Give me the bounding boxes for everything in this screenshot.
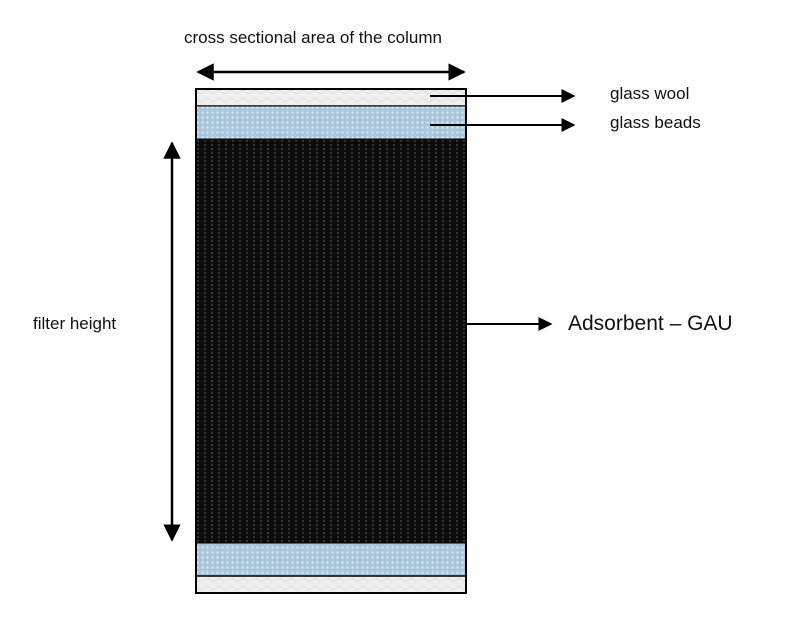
column (195, 88, 467, 594)
bottom-glass-wool-layer (195, 575, 467, 594)
filter-height-label: filter height (33, 314, 117, 333)
glass-beads-label: glass beads (610, 113, 701, 132)
top-glass-beads-layer (195, 105, 467, 140)
bottom-glass-beads-layer (195, 542, 467, 577)
top-glass-wool-layer (195, 88, 467, 107)
cross-section-label: cross sectional area of the column (184, 28, 442, 47)
adsorbent-layer (196, 139, 466, 543)
column-outline (195, 88, 467, 594)
adsorbent-label: Adsorbent – GAU (568, 312, 733, 335)
glass-wool-label: glass wool (610, 84, 690, 103)
